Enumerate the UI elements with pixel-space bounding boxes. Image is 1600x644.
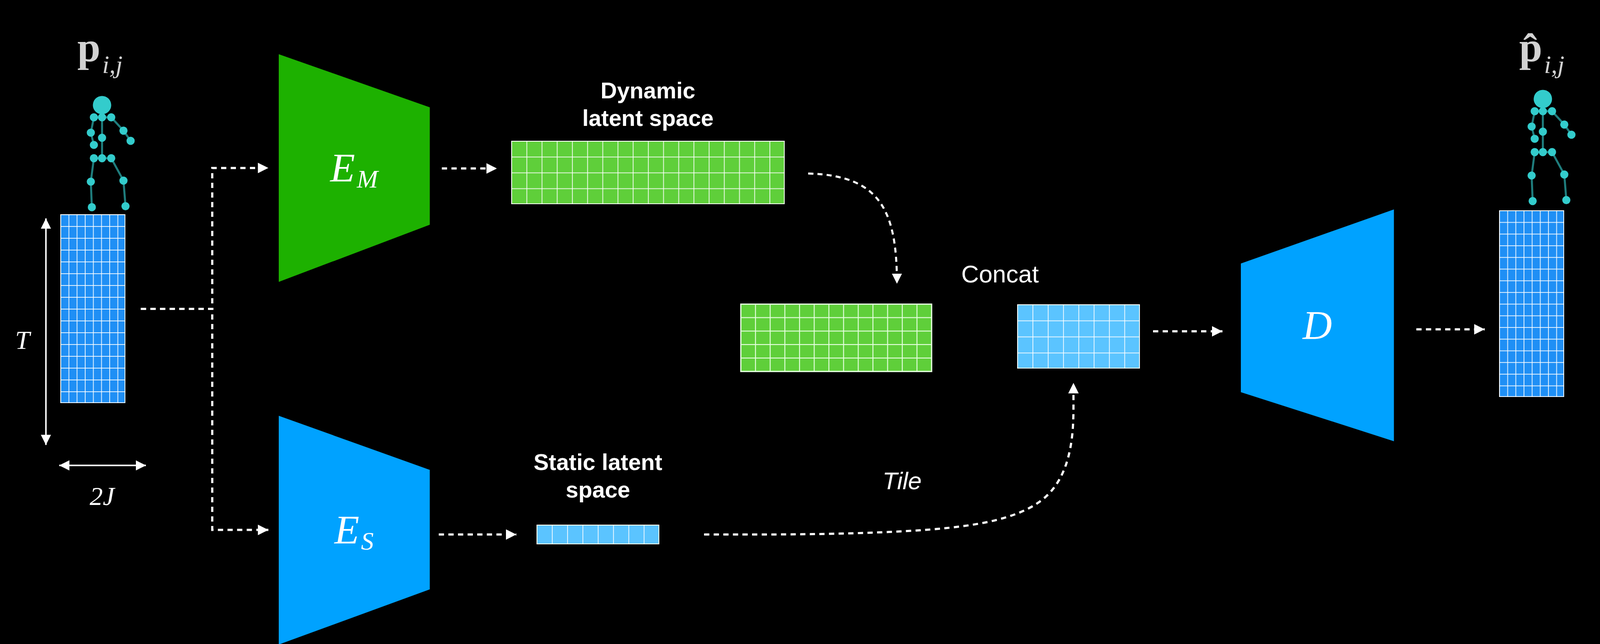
node-label: D [1302, 300, 1332, 350]
output-pose-grid: p̂i,j [1499, 210, 1565, 397]
dimension-label: T [15, 324, 30, 356]
text-group: Dynamic latent space [573, 76, 723, 132]
text-group: p̂i,j [1519, 22, 1565, 73]
node-label: E [330, 143, 356, 193]
trapezoid-fill [1240, 209, 1394, 441]
dimension-label: 2J [89, 480, 115, 512]
dashed-arrow [140, 308, 269, 530]
trapezoid-fill [278, 415, 430, 644]
text-group: ES [278, 415, 430, 644]
node-label: p̂ [1519, 24, 1543, 71]
dashed-arrow [140, 167, 269, 309]
static-latent-grid: Static latent space [536, 524, 659, 544]
node-label: E [334, 505, 360, 555]
dashed-arrow [703, 382, 1074, 535]
text-group: Static latent space [523, 448, 673, 503]
text-group: pi,j [77, 22, 123, 73]
input-skeleton [86, 95, 136, 212]
motion-encoder: EM [278, 54, 430, 282]
trapezoid-fill [278, 54, 430, 282]
dashed-arrow [441, 167, 497, 170]
static-encoder: ES [278, 415, 430, 644]
node-label: p [77, 24, 101, 71]
input-pose-grid: pi,j [60, 214, 126, 403]
text-group: Concat [961, 259, 1039, 289]
dynamic-tensor-grid [741, 304, 932, 372]
dashed-arrow [1153, 329, 1223, 333]
subscript: M [356, 163, 378, 195]
reshape-arrow [808, 173, 897, 284]
dashed-arrow [438, 533, 517, 536]
node-label: Concat [961, 259, 1039, 288]
node-label: Dynamic latent space [582, 77, 714, 131]
subscript: S [360, 525, 374, 557]
tile-label: Tile [879, 464, 926, 496]
decoder: D [1240, 209, 1394, 441]
text-group: D [1240, 209, 1394, 441]
dimension-line [45, 218, 47, 445]
dashed-arrow [1416, 328, 1485, 331]
output-skeleton [1527, 89, 1576, 205]
node-label: Static latent space [533, 449, 663, 502]
text-group: EM [278, 54, 430, 282]
subscript: i,j [1544, 50, 1565, 79]
subscript: i,j [102, 50, 123, 79]
dimension-line [58, 464, 146, 467]
dynamic-latent-grid: Dynamic latent space [511, 140, 785, 205]
concat-grid: Concat [1017, 304, 1140, 369]
